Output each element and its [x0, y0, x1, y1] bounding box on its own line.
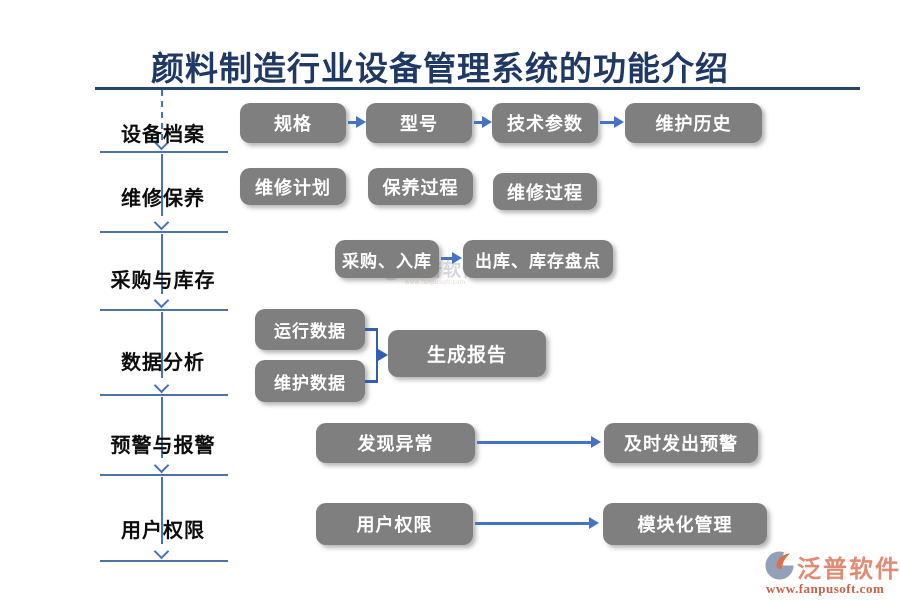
- arrow-down-icon: [153, 377, 170, 394]
- flow-box-maintenance-data: 维护数据: [255, 360, 365, 402]
- flow-box-model: 型号: [366, 103, 472, 143]
- right-arrow-icon: [378, 349, 388, 361]
- flow-box-repair-process: 维修过程: [493, 173, 597, 210]
- right-arrow-icon: [348, 116, 366, 128]
- sidebar-item-alert-alarm: 预警与报警: [110, 435, 216, 457]
- sidebar-item-user-permission: 用户权限: [121, 520, 205, 542]
- rail-divider: [100, 231, 228, 233]
- sidebar-item-equipment-archive: 设备档案: [121, 124, 205, 146]
- flow-box-user-permission: 用户权限: [316, 503, 473, 545]
- page-title: 颜料制造行业设备管理系统的功能介绍: [151, 50, 729, 87]
- right-arrow-icon: [475, 517, 599, 529]
- arrow-down-icon: [153, 457, 170, 474]
- bracket-line: [375, 328, 378, 382]
- bracket-line: [365, 380, 378, 383]
- flow-box-tech-params: 技术参数: [492, 103, 598, 143]
- flow-box-send-warning: 及时发出预警: [604, 423, 758, 463]
- title-underline: [95, 87, 860, 90]
- sidebar-item-data-analysis: 数据分析: [121, 352, 205, 374]
- watermark-subtext: www.fanpusoft.com: [405, 280, 466, 286]
- flow-box-modular-management: 模块化管理: [603, 503, 767, 545]
- fanpu-logo: 泛普软件 www.fanpusoft.com: [764, 549, 900, 597]
- flow-box-repair-plan: 维修计划: [240, 168, 346, 205]
- rail-segment: [161, 234, 163, 294]
- arrow-down-icon: [153, 543, 170, 560]
- flow-box-purchase-inbound: 采购、入库: [335, 240, 439, 278]
- rail-divider: [100, 394, 228, 396]
- right-arrow-icon: [474, 116, 492, 128]
- flow-box-spec: 规格: [240, 103, 346, 143]
- rail-segment: [161, 477, 163, 544]
- rail-divider: [100, 151, 228, 153]
- rail-segment-dashed: [161, 90, 163, 140]
- rail-segment: [161, 397, 163, 458]
- flow-box-detect-anomaly: 发现异常: [316, 423, 475, 463]
- right-arrow-icon: [441, 252, 462, 264]
- rail-divider: [100, 474, 228, 476]
- right-arrow-icon: [600, 116, 624, 128]
- flow-box-generate-report: 生成报告: [388, 330, 546, 377]
- rail-divider: [100, 309, 228, 311]
- right-arrow-icon: [477, 436, 601, 448]
- fanpu-logo-name: 泛普软件: [797, 556, 900, 583]
- arrow-down-icon: [153, 214, 170, 231]
- rail-segment: [161, 154, 163, 216]
- rail-divider: [100, 560, 228, 562]
- flow-box-operation-data: 运行数据: [255, 309, 365, 350]
- sidebar-item-maintenance: 维修保养: [121, 188, 205, 210]
- flow-box-upkeep-process: 保养过程: [368, 168, 473, 205]
- arrow-down-icon: [153, 292, 170, 309]
- rail-segment: [161, 312, 163, 378]
- flow-box-outbound-stocktake: 出库、库存盘点: [463, 240, 613, 278]
- fanpu-logo-url: www.fanpusoft.com: [766, 581, 885, 596]
- sidebar-item-purchase-inventory: 采购与库存: [110, 270, 216, 292]
- bracket-line: [365, 328, 378, 331]
- flow-box-maintenance-history: 维护历史: [625, 103, 762, 143]
